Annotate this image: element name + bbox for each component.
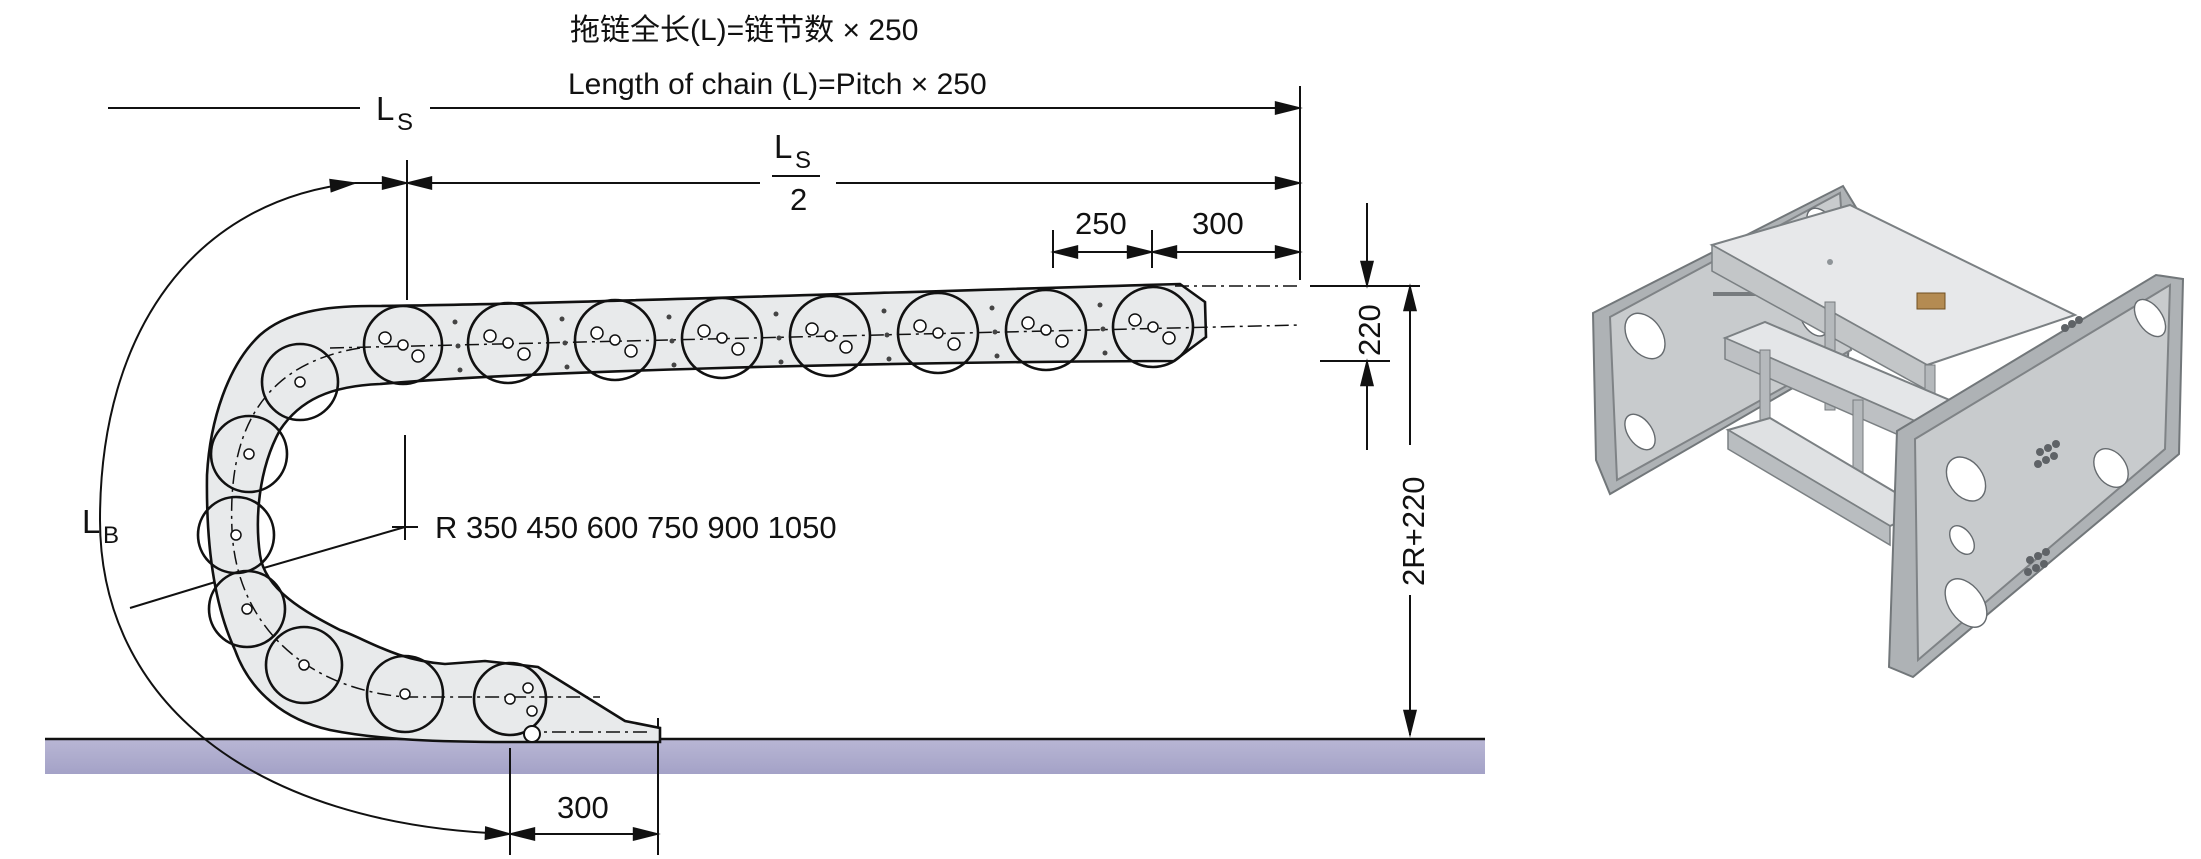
top-chain-links: [329, 285, 1301, 386]
chain-pin-holes: [230, 313, 1176, 717]
ls-top-label: L: [376, 90, 394, 127]
bottom-dimension: 300: [507, 718, 661, 855]
radius-callout: R 350 450 600 750 900 1050: [129, 435, 837, 609]
dim-250: 250: [1075, 206, 1127, 241]
bolt-heads: [2024, 316, 2083, 576]
title-cn: 拖链全长(L)=链节数 × 250: [570, 14, 918, 47]
floor: [45, 737, 1485, 774]
dim-2r-plus-220: 2R+220: [1396, 477, 1431, 586]
curve-chain-links: [196, 342, 650, 737]
ls-dimension: L S: [108, 86, 1303, 280]
ls-half-subscript: S: [795, 147, 811, 174]
height-dimensions: 220 2R+220: [1310, 203, 1431, 738]
end-dimensions: 250 300: [1050, 206, 1303, 268]
dim-220: 220: [1352, 304, 1387, 356]
ls-half-dimension: L S 2: [355, 128, 1303, 300]
cable-chain: [196, 282, 1301, 744]
dim-300-top: 300: [1192, 206, 1244, 241]
ls-half-denominator: 2: [790, 182, 807, 217]
lb-arc: L B: [82, 178, 513, 841]
ls-half-label: L: [774, 128, 792, 165]
radius-values: R 350 450 600 750 900 1050: [435, 510, 837, 545]
lb-subscript: B: [103, 522, 119, 549]
title-en: Length of chain (L)=Pitch × 250: [568, 68, 987, 101]
lb-label: L: [82, 503, 100, 540]
dim-300-bottom: 300: [557, 790, 609, 825]
chain-rivet-dots: [452, 302, 1108, 373]
ls-top-subscript: S: [397, 109, 413, 136]
mounting-bracket-photo: [1591, 184, 2185, 679]
